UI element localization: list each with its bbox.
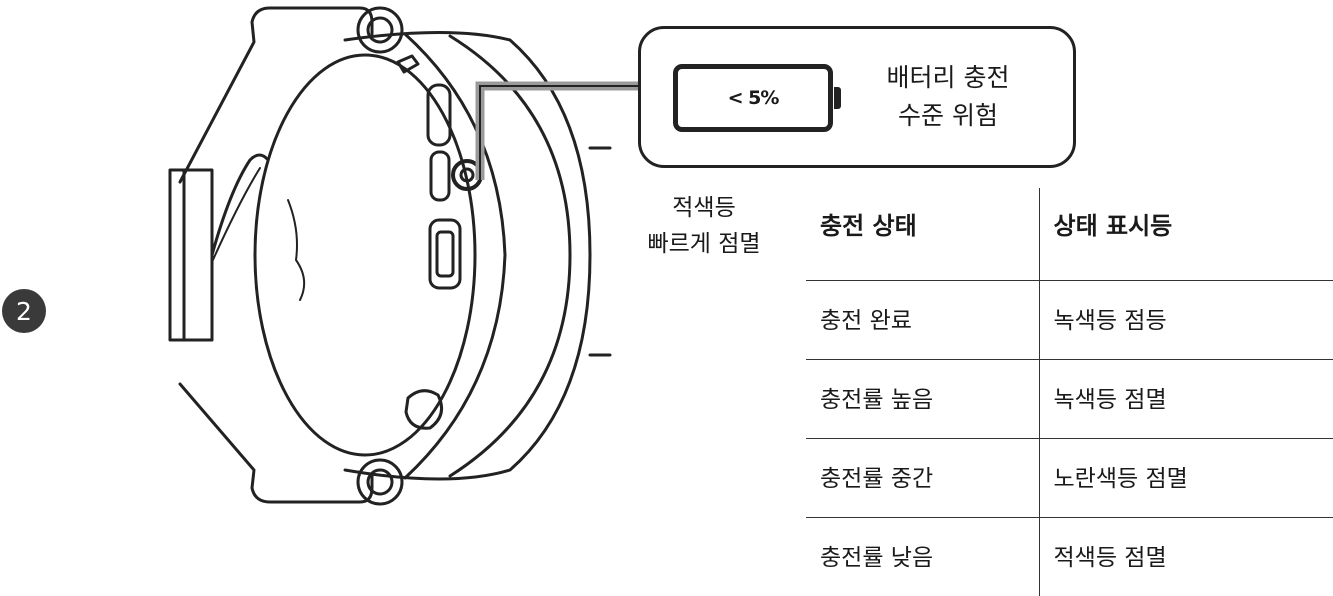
charging-status-table: 충전 상태 상태 표시등 충전 완료 녹색등 점등 충전률 높음 녹색등 점멸 …: [806, 188, 1333, 596]
status-cell: 충전률 낮음: [806, 516, 1039, 596]
table-header-row: 충전 상태 상태 표시등: [806, 188, 1333, 280]
table-row: 충전 완료 녹색등 점등: [806, 279, 1333, 359]
indicator-description: 적색등 빠르게 점멸: [618, 190, 790, 262]
header-status-indicator: 상태 표시등: [1038, 188, 1333, 280]
step-number-badge: 2: [2, 289, 46, 333]
status-cell: 충전률 높음: [806, 358, 1039, 438]
battery-warning-callout: < 5% 배터리 충전 수준 위험: [638, 26, 1076, 168]
indicator-line1: 적색등: [672, 195, 736, 221]
indicator-line2: 빠르게 점멸: [647, 231, 761, 257]
indicator-cell: 녹색등 점멸: [1038, 358, 1333, 438]
indicator-cell: 노란색등 점멸: [1038, 437, 1333, 517]
indicator-cell: 적색등 점멸: [1038, 516, 1333, 596]
battery-warning-text: 배터리 충전 수준 위험: [863, 59, 1033, 135]
indicator-cell: 녹색등 점등: [1038, 279, 1333, 359]
status-cell: 충전 완료: [806, 279, 1039, 359]
headset-earcup-illustration: [168, 6, 612, 506]
table-row: 충전률 낮음 적색등 점멸: [806, 516, 1333, 596]
battery-cap-icon: [834, 87, 841, 109]
battery-icon: < 5%: [673, 64, 833, 132]
table-row: 충전률 높음 녹색등 점멸: [806, 358, 1333, 438]
table-row: 충전률 중간 노란색등 점멸: [806, 437, 1333, 517]
battery-warning-line1: 배터리 충전: [886, 63, 1010, 92]
callout-leader-line: [475, 81, 640, 180]
header-charging-status: 충전 상태: [820, 211, 917, 240]
status-cell: 충전률 중간: [806, 437, 1039, 517]
battery-level-label: < 5%: [727, 87, 780, 109]
battery-warning-line2: 수준 위험: [898, 101, 998, 130]
